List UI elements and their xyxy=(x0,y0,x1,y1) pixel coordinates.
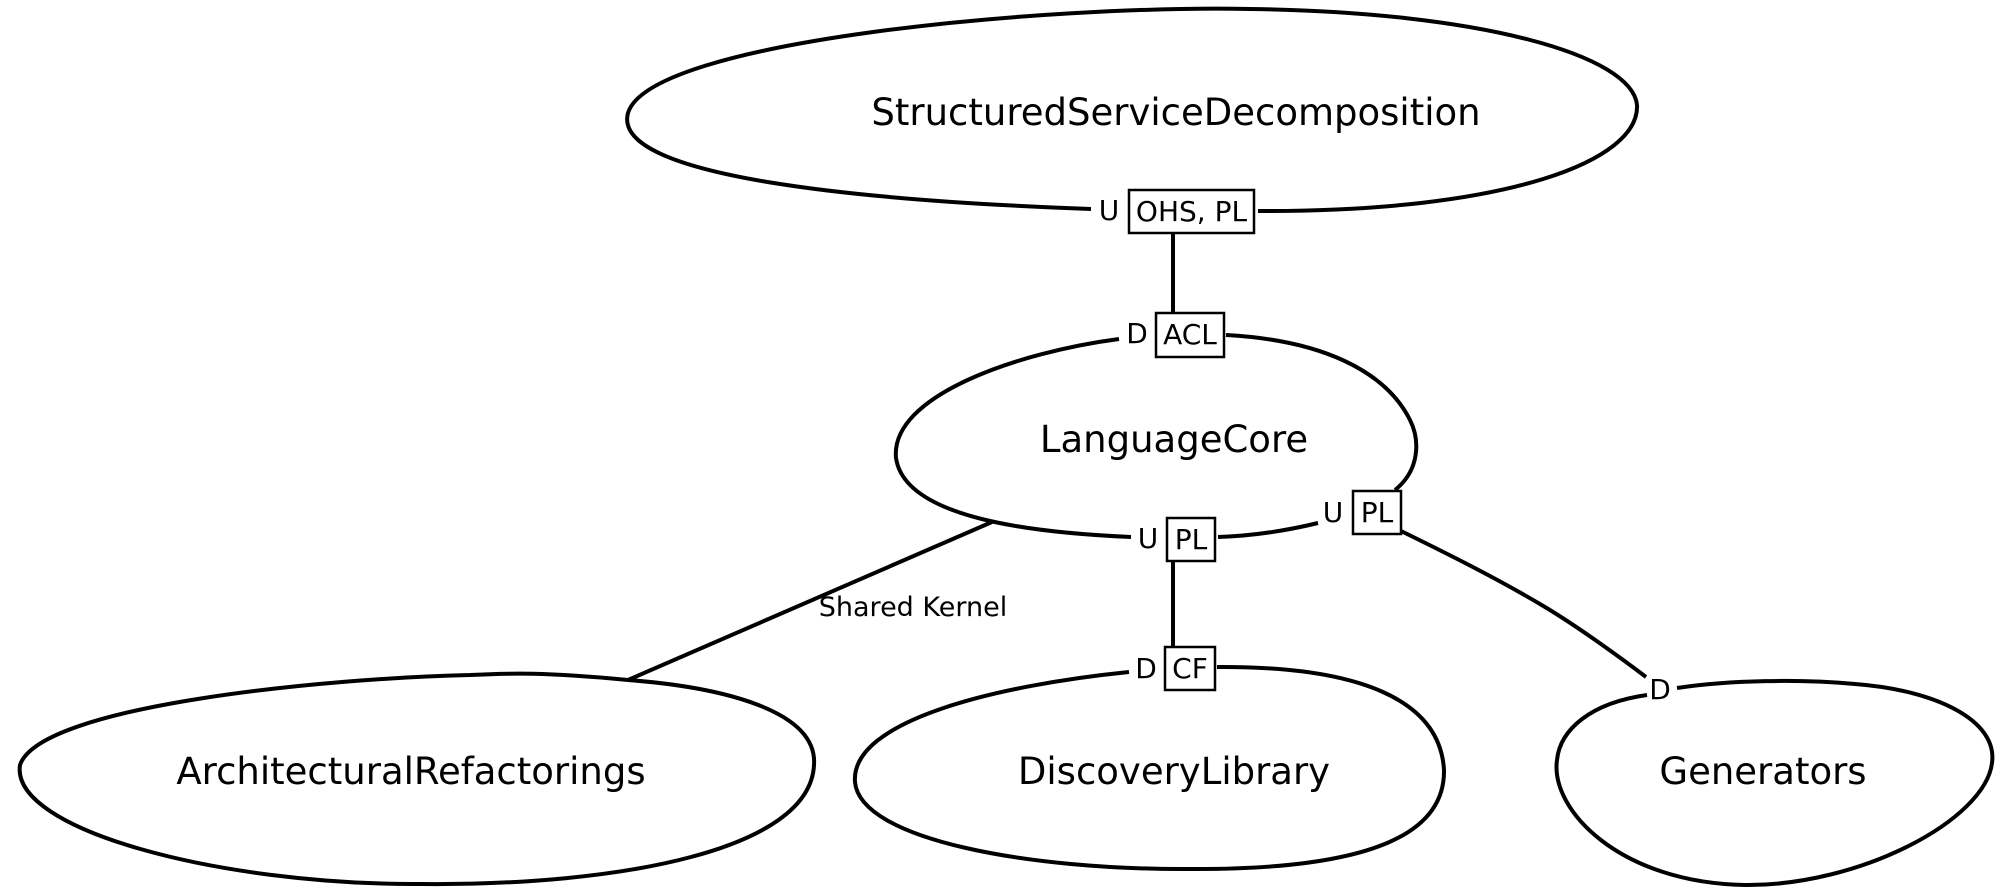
downstream-role-core-acl: D xyxy=(1126,317,1148,350)
upstream-role-ssd: U xyxy=(1099,194,1120,227)
context-refactorings-outline xyxy=(17,671,817,887)
downstream-patterns-discovery: CF xyxy=(1172,652,1208,685)
context-ssd-label: StructuredServiceDecomposition xyxy=(871,91,1480,134)
context-generators-outline xyxy=(1554,678,1995,888)
context-core-label: LanguageCore xyxy=(1040,418,1308,461)
context-generators-label: Generators xyxy=(1659,750,1866,793)
downstream-role-generators: D xyxy=(1649,673,1671,706)
context-refactorings-label: ArchitecturalRefactorings xyxy=(176,750,645,793)
shared-kernel-label: Shared Kernel xyxy=(819,592,1007,623)
upstream-role-core-generators: U xyxy=(1323,496,1344,529)
relationship-line-shared-kernel xyxy=(627,520,993,682)
upstream-patterns-ssd: OHS, PL xyxy=(1136,195,1248,228)
upstream-patterns-core-generators: PL xyxy=(1361,496,1394,529)
context-discovery-outline xyxy=(852,664,1447,872)
upstream-pattern-box-core-generators xyxy=(1351,489,1403,536)
relationship-line-core-generators xyxy=(1400,529,1648,679)
upstream-patterns-core-discovery: PL xyxy=(1175,523,1208,556)
upstream-role-core-discovery: U xyxy=(1138,522,1159,555)
downstream-pattern-box-discovery xyxy=(1163,645,1217,692)
context-ssd-outline xyxy=(625,6,1640,214)
context-core-outline xyxy=(893,333,1419,539)
context-discovery-label: DiscoveryLibrary xyxy=(1018,750,1330,793)
downstream-patterns-core: ACL xyxy=(1163,318,1217,351)
downstream-role-discovery: D xyxy=(1135,652,1157,685)
upstream-pattern-box-ssd xyxy=(1127,188,1256,235)
downstream-pattern-box-core xyxy=(1154,311,1226,359)
upstream-pattern-box-core-discovery xyxy=(1165,516,1217,563)
